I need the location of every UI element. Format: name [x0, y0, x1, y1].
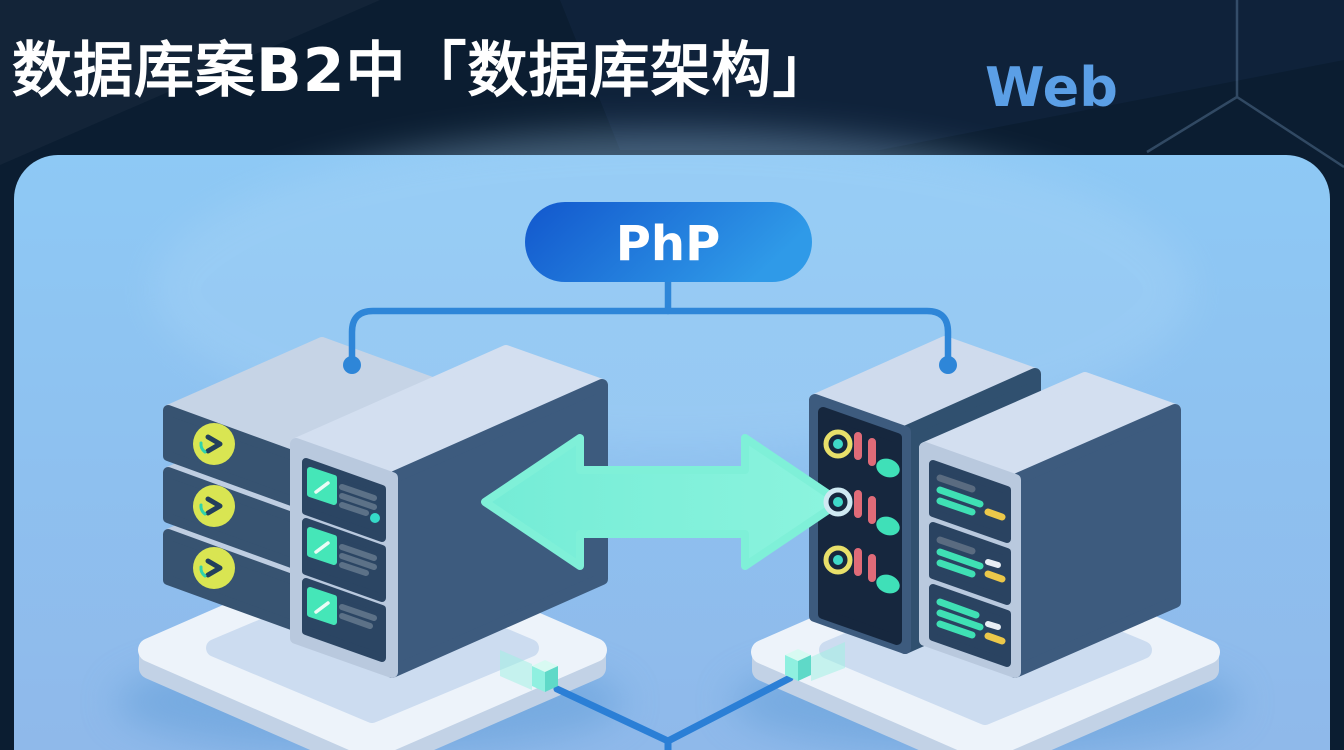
left-server-cluster [115, 337, 625, 750]
rack-unit [302, 518, 386, 602]
rack-unit [929, 584, 1011, 667]
led-bars-icon [854, 490, 876, 524]
led-rows [823, 429, 900, 594]
php-gateway-node: PhP [525, 202, 812, 282]
yellow-bar-icon [984, 570, 1006, 583]
cable-line [553, 674, 794, 750]
page-title: 数据库案B2中「数据库架构」 [12, 36, 834, 106]
yellow-bar-icon [984, 508, 1006, 521]
led-bars-icon [854, 432, 876, 466]
rack-unit [302, 578, 386, 662]
drive-badge-icon [193, 485, 235, 527]
status-dot-icon [370, 513, 380, 523]
drive-badge-icon [193, 423, 235, 465]
hexagon-outline-icon [1146, 0, 1344, 169]
right-rack-tower [919, 372, 1181, 678]
platform-label: Web [985, 56, 1118, 119]
rack-unit [929, 460, 1011, 543]
led-bars-icon [854, 548, 876, 582]
led-dot-icon [876, 516, 900, 536]
network-plug-icon [785, 642, 845, 681]
led-dot-icon [876, 458, 900, 478]
led-dot-icon [876, 574, 900, 594]
gateway-label: PhP [616, 216, 721, 272]
yellow-bar-icon [984, 632, 1006, 645]
rack-unit [929, 522, 1011, 605]
header-decor [560, 0, 1344, 169]
rack-unit [302, 458, 386, 542]
gateway-connector-lines [343, 276, 957, 374]
drive-badge-icon [193, 547, 235, 589]
header-shade [560, 0, 1344, 150]
bottom-cables [500, 642, 845, 750]
connector-dot-icon [343, 356, 361, 374]
connector-dot-icon [939, 356, 957, 374]
network-plug-icon [500, 650, 558, 692]
